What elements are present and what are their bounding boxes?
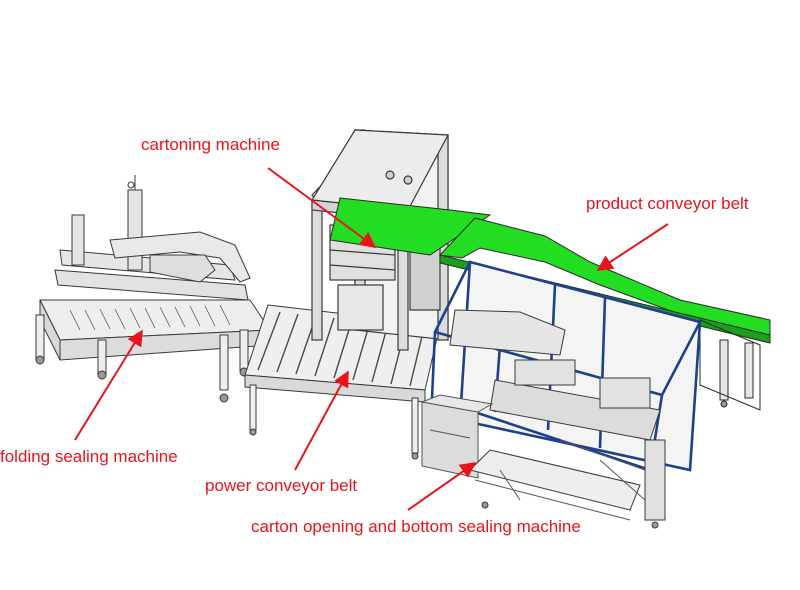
power-conveyor-belt-label: power conveyor belt	[205, 476, 358, 495]
folding-sealing-machine-label: folding sealing machine	[0, 447, 178, 466]
folding-sealing-machine	[35, 175, 271, 403]
power-belt-arrow	[294, 370, 349, 471]
carton-opening-machine-label: carton opening and bottom sealing machin…	[251, 517, 581, 536]
product-conveyor-belt-label: product conveyor belt	[586, 194, 749, 213]
folding-arrow	[74, 329, 143, 441]
cartoning-machine-label: cartoning machine	[141, 135, 280, 154]
callout-arrows	[74, 167, 669, 511]
cartoning-arrow	[267, 167, 377, 248]
opening-arrow	[407, 462, 477, 511]
carton-opening-machine	[420, 260, 702, 529]
product-belt-arrow	[596, 223, 669, 271]
